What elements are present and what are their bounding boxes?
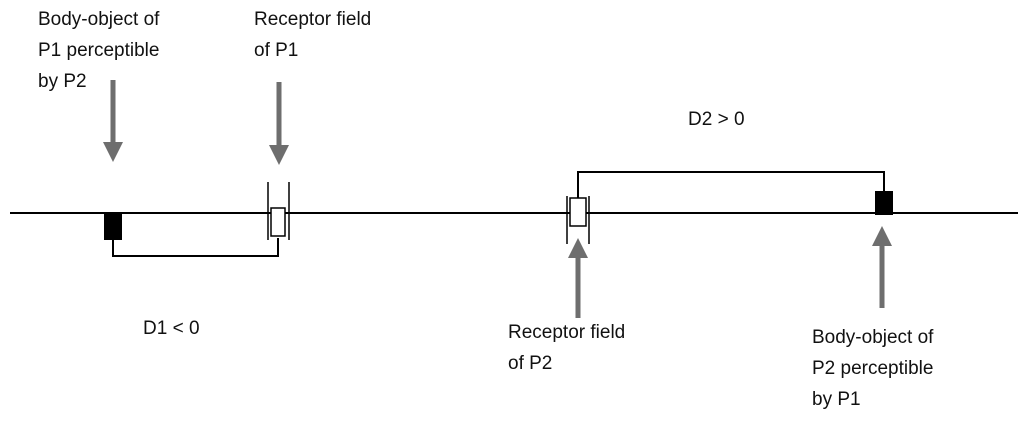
body-object-p2 [875, 191, 893, 215]
label-receptor-field-p2: Receptor field of P2 [508, 322, 626, 374]
d1-connector [112, 238, 279, 257]
label-d1: D1 < 0 [143, 318, 200, 339]
label-body-object-p2: Body-object of P2 perceptible by P1 [812, 327, 934, 410]
label-body-object-p1: Body-object of P1 perceptible by P2 [38, 9, 160, 92]
body-object-p1 [104, 213, 122, 240]
d2-connector [577, 171, 885, 198]
label-d2: D2 > 0 [688, 109, 745, 130]
label-receptor-field-p1: Receptor field of P1 [254, 9, 372, 61]
receptor-field-p1 [270, 207, 286, 237]
receptor-field-p2 [569, 197, 587, 227]
